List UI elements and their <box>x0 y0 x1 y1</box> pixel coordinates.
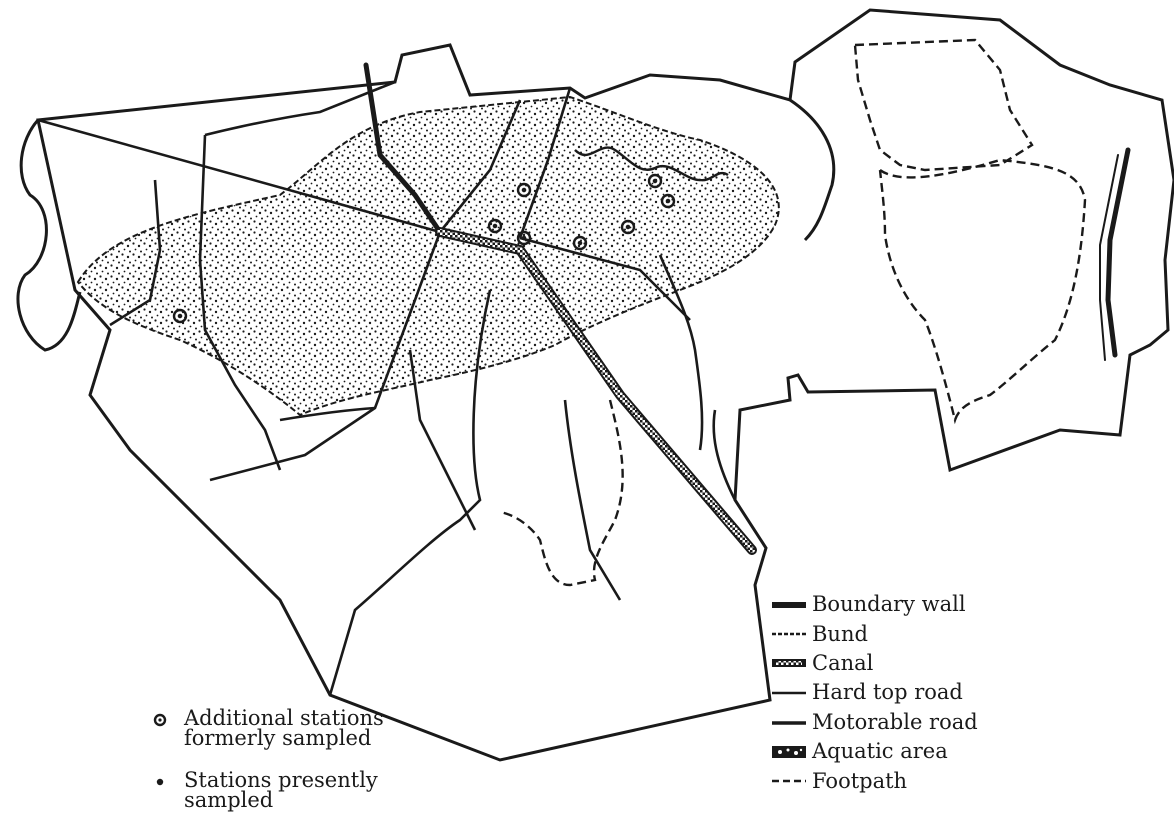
legend-row-motorable-road: Motorable road <box>766 708 1096 737</box>
aquatic-area-icon <box>772 745 806 758</box>
hard-top-road-icon <box>772 691 806 695</box>
ring-station-icon <box>153 713 167 727</box>
legend-label-bund: Bund <box>812 621 868 646</box>
legend-item-additional-stations: Additional stations formerly sampled <box>150 706 470 750</box>
bund-icon <box>772 632 806 636</box>
boundary-wall-icon <box>772 601 806 608</box>
station-ring-7 <box>647 173 663 189</box>
legend-label-motorable-road: Motorable road <box>812 709 978 734</box>
station-ring-3 <box>487 218 503 234</box>
legend-label-canal: Canal <box>812 650 874 675</box>
station-ring-4 <box>516 230 532 246</box>
station-ring-5 <box>572 235 588 251</box>
sampling-stations <box>172 173 676 324</box>
dot-station-icon <box>156 778 164 786</box>
hard-top-roads <box>37 80 737 696</box>
canals <box>435 227 757 555</box>
boundary-walls <box>363 62 1131 361</box>
station-legend: Additional stations formerly sampled Sta… <box>150 706 470 812</box>
legend-label-present-stations: Stations presently sampled <box>184 768 378 812</box>
legend-label-additional-stations: Additional stations formerly sampled <box>184 706 384 750</box>
station-ring-2 <box>516 182 532 198</box>
legend-row-canal: Canal <box>766 649 1096 678</box>
station-ring-8 <box>660 193 676 209</box>
bunds <box>499 38 1087 587</box>
legend-label-aquatic-area: Aquatic area <box>812 739 948 764</box>
legend-label-hard-top-road: Hard top road <box>812 680 963 705</box>
west-lobe-outline <box>16 118 82 352</box>
station-ring-1 <box>172 308 188 324</box>
legend-row-hard-top-road: Hard top road <box>766 678 1096 707</box>
legend-row-bund: Bund <box>766 619 1096 648</box>
legend-row-aquatic-area: Aquatic area <box>766 737 1096 766</box>
station-ring-6 <box>620 219 636 235</box>
aquatic-area <box>76 95 780 417</box>
eastern-inlet <box>789 98 836 242</box>
legend-row-boundary-wall: Boundary wall <box>766 590 1096 619</box>
legend-row-footpath: Footpath <box>766 766 1096 795</box>
legend-label-footpath: Footpath <box>812 768 908 793</box>
legend-item-present-stations: Stations presently sampled <box>150 768 470 812</box>
legend-label-boundary-wall: Boundary wall <box>812 592 966 617</box>
footpath-icon <box>772 779 806 783</box>
feature-legend: Boundary wall Bund Canal Hard top road M… <box>766 590 1096 796</box>
canal-icon <box>772 659 806 668</box>
motorable-road-icon <box>772 721 806 725</box>
motorable-road <box>574 146 729 182</box>
